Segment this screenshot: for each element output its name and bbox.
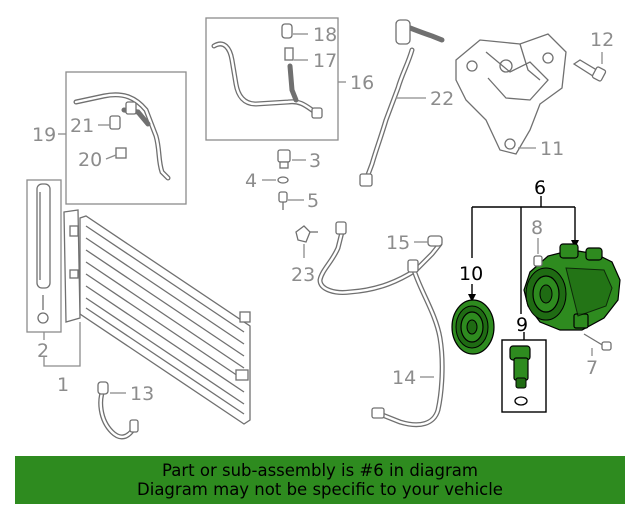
callout-17: 17 [313, 50, 337, 72]
hose-22[interactable] [359, 19, 445, 187]
callout-21: 21 [70, 115, 94, 137]
callout-11: 11 [540, 138, 564, 160]
callout-22: 22 [430, 88, 454, 110]
callout-16: 16 [350, 72, 374, 94]
hose-group-box-16 [205, 17, 339, 141]
callout-4: 4 [245, 170, 257, 192]
ac-compressor[interactable] [523, 243, 621, 331]
leader-1 [43, 322, 81, 367]
hose-19[interactable] [73, 92, 171, 181]
notice-line-1: Part or sub-assembly is #6 in diagram [162, 461, 478, 480]
callout-3: 3 [309, 150, 321, 172]
parts-diagram: 1 2 3 4 5 6 7 8 9 10 11 12 13 14 15 16 1… [26, 17, 621, 440]
notice-line-2: Diagram may not be specific to your vehi… [137, 480, 503, 499]
bolt-12[interactable] [572, 59, 607, 82]
callout-23: 23 [291, 264, 315, 286]
fitting-15[interactable] [427, 235, 443, 247]
callout-2: 2 [37, 340, 49, 362]
control-valve[interactable] [509, 345, 531, 406]
callout-10: 10 [459, 263, 483, 285]
callout-19: 19 [32, 124, 56, 146]
leader-6 [468, 196, 579, 340]
callout-6: 6 [534, 177, 546, 199]
bolt-7[interactable] [583, 333, 612, 351]
callout-20: 20 [78, 149, 102, 171]
callout-5: 5 [307, 190, 319, 212]
receiver-drier[interactable] [36, 183, 51, 324]
pressure-switch-3[interactable] [277, 149, 291, 169]
bracket-23[interactable] [295, 225, 318, 243]
stud-8[interactable] [533, 255, 543, 267]
notice-banner: Part or sub-assembly is #6 in diagram Di… [15, 456, 625, 504]
hose-13[interactable] [97, 381, 139, 440]
callout-7: 7 [586, 357, 598, 379]
valve-core-5[interactable] [278, 191, 288, 210]
o-ring-4[interactable] [277, 176, 289, 184]
callout-18: 18 [313, 24, 337, 46]
hose-16[interactable] [211, 23, 323, 119]
callout-1: 1 [57, 374, 69, 396]
callout-12: 12 [590, 29, 614, 51]
callout-15: 15 [386, 232, 410, 254]
leader-20 [105, 154, 117, 160]
condenser[interactable] [63, 209, 251, 425]
hose-14[interactable] [317, 221, 445, 428]
compressor-bracket[interactable] [455, 33, 567, 155]
callout-13: 13 [130, 383, 154, 405]
callout-14: 14 [392, 367, 416, 389]
hose-group-box-19 [65, 71, 187, 205]
callout-8: 8 [531, 217, 543, 239]
callout-9: 9 [516, 314, 528, 336]
clutch-pulley[interactable] [451, 299, 495, 355]
